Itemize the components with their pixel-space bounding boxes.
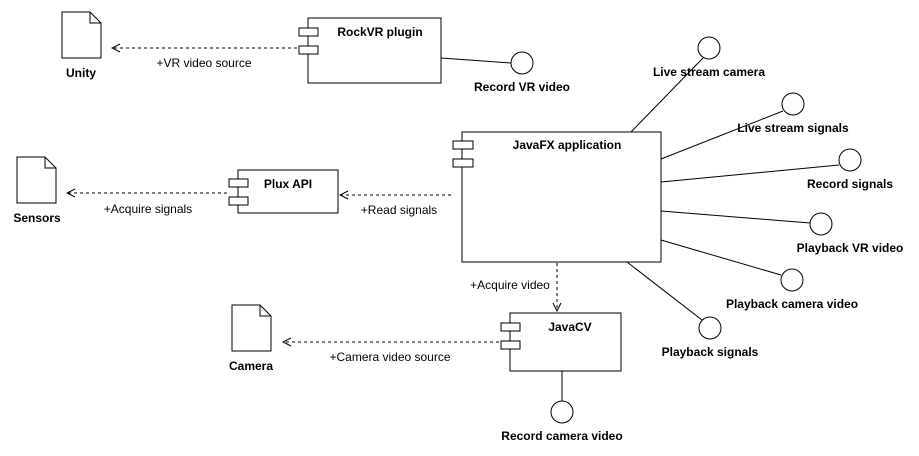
- interface-playback-signals-label: Playback signals: [662, 345, 759, 359]
- artifact-unity: Unity: [61, 11, 102, 80]
- artifact-unity-label: Unity: [66, 66, 96, 80]
- component-rockvr-label: RockVR plugin: [337, 25, 422, 39]
- interface-live-stream-signals-label: Live stream signals: [737, 121, 849, 135]
- dependency-camera-video-source-label: +Camera video source: [329, 350, 450, 364]
- interface-record-signals: Record signals: [807, 148, 893, 191]
- component-plux-label: Plux API: [264, 177, 312, 191]
- interface-live-stream-signals: Live stream signals: [737, 92, 849, 135]
- interface-record-vr-video-label: Record VR video: [474, 80, 570, 94]
- dependency-vr-video-source: +VR video source: [112, 48, 297, 70]
- artifact-sensors-label: Sensors: [13, 211, 61, 225]
- interface-live-stream-camera-label: Live stream camera: [653, 65, 765, 79]
- interface-playback-vr-video: Playback VR video: [797, 212, 904, 255]
- component-javacv: JavaCV: [500, 312, 622, 372]
- component-javafx: JavaFX application: [452, 131, 662, 263]
- artifact-sensors: Sensors: [13, 156, 61, 225]
- dependency-vr-video-source-label: +VR video source: [156, 56, 251, 70]
- interface-playback-camera-video: Playback camera video: [726, 268, 858, 311]
- artifact-camera: Camera: [229, 304, 273, 373]
- interface-record-signals-label: Record signals: [807, 177, 893, 191]
- interface-playback-camera-video-label: Playback camera video: [726, 297, 858, 311]
- interface-playback-vr-video-label: Playback VR video: [797, 241, 904, 255]
- interface-live-stream-camera: Live stream camera: [653, 36, 765, 79]
- component-javafx-label: JavaFX application: [513, 138, 622, 152]
- component-rockvr: RockVR plugin: [298, 17, 442, 84]
- dependency-camera-video-source: +Camera video source: [283, 342, 499, 364]
- interface-playback-signals: Playback signals: [662, 316, 759, 359]
- dependency-read-signals: +Read signals: [340, 195, 451, 217]
- interface-lines: [440, 57, 840, 401]
- component-javacv-label: JavaCV: [548, 320, 591, 334]
- dependency-acquire-video-label: +Acquire video: [470, 278, 550, 292]
- component-plux: Plux API: [228, 169, 339, 214]
- interface-record-vr-video: Record VR video: [474, 51, 570, 94]
- interface-record-camera-video-label: Record camera video: [501, 429, 622, 443]
- dependency-acquire-signals: +Acquire signals: [67, 193, 227, 216]
- dependency-acquire-video: +Acquire video: [470, 263, 557, 311]
- interface-record-camera-video: Record camera video: [501, 400, 623, 443]
- dependency-acquire-signals-label: +Acquire signals: [104, 202, 192, 216]
- artifact-camera-label: Camera: [229, 359, 273, 373]
- dependency-read-signals-label: +Read signals: [361, 203, 437, 217]
